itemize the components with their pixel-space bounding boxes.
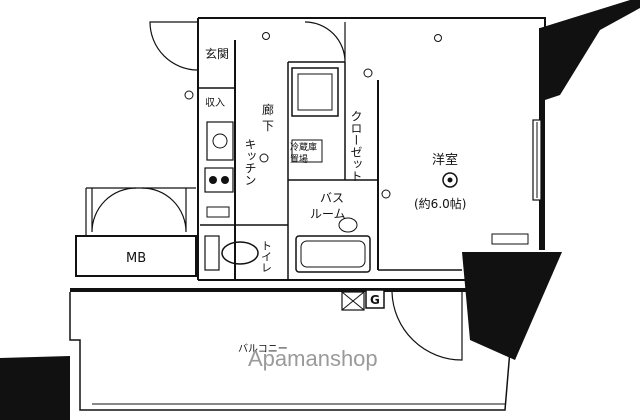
label-western-room-size: (約6.0帖)	[414, 196, 466, 211]
washing-machine-area	[291, 67, 339, 117]
label-gas-meter: G	[370, 293, 380, 307]
label-toilet: トイレ	[260, 240, 273, 273]
kitchen-sink	[206, 121, 234, 161]
mb-door-right	[141, 187, 187, 233]
washbasin	[338, 217, 358, 233]
balcony-door	[391, 291, 463, 361]
label-entrance: 玄関	[205, 46, 229, 61]
label-bathroom-1: バス	[320, 191, 344, 205]
label-corridor-2: 下	[262, 119, 274, 133]
watermark: Apamanshop	[248, 346, 378, 371]
room-door	[304, 21, 346, 63]
exterior-wall-lower-right	[462, 252, 562, 360]
label-closet: クローゼット	[349, 110, 363, 182]
mb-door-left	[91, 187, 137, 233]
exterior-wall-lower-left	[0, 356, 70, 420]
toilet-bowl	[221, 241, 259, 265]
entrance-door	[149, 21, 199, 71]
label-bathroom-2: ルーム	[310, 207, 346, 221]
exterior-wall-right	[540, 0, 640, 250]
label-kitchen: キッチン	[243, 138, 257, 186]
outline-top	[198, 17, 546, 28]
gas-meter-box	[341, 291, 365, 311]
label-storage: 収入	[205, 97, 225, 109]
label-western-room: 洋室	[432, 152, 458, 168]
bathtub	[295, 235, 371, 273]
label-mb: MB	[126, 251, 146, 266]
balcony-outline	[69, 292, 511, 411]
mb-box	[75, 235, 197, 277]
label-corridor-1: 廊	[262, 102, 274, 117]
label-balcony: バルコニー	[238, 343, 288, 355]
label-fridge-2: 置場	[290, 153, 308, 165]
label-fridge-1: 冷蔵庫	[290, 141, 317, 153]
